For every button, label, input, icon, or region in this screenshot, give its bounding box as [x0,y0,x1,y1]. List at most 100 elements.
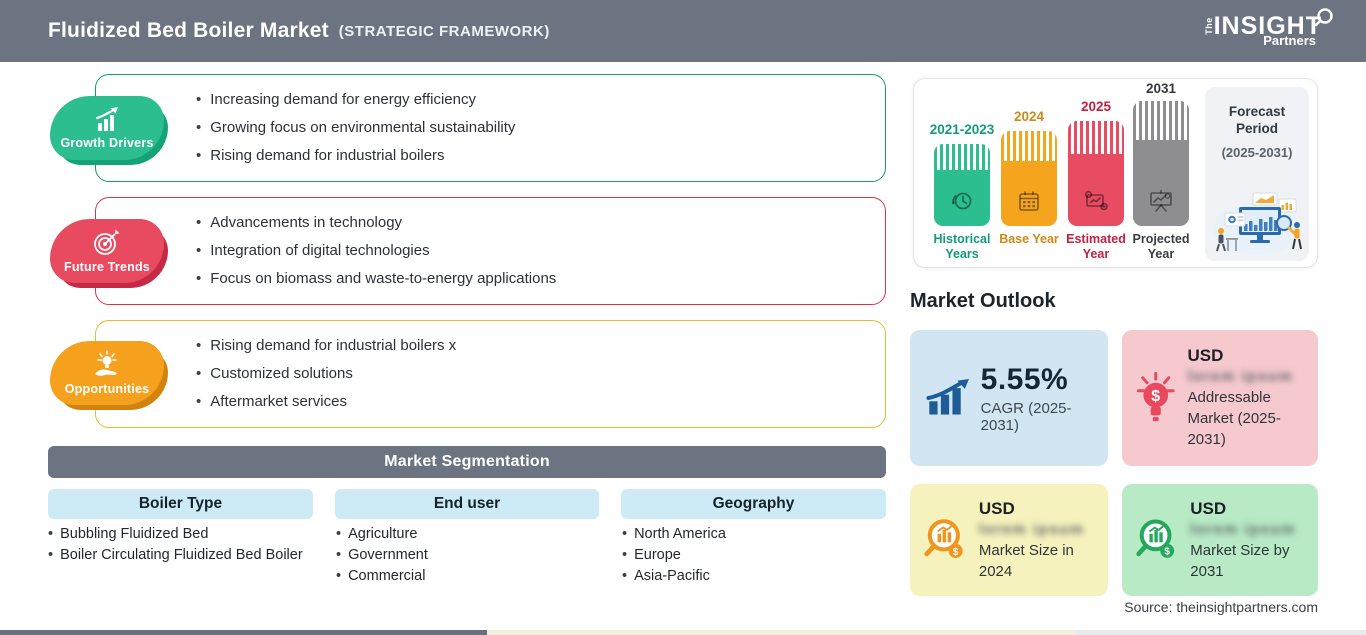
growth-chart-icon [95,107,118,131]
list-item: Asia-Pacific [622,566,726,587]
growth-drivers-badge: Growth Drivers [50,96,164,160]
forecast-illustration [1213,192,1302,255]
segment-header-boiler-type: Boiler Type [48,489,313,519]
geography-list: North America Europe Asia-Pacific [622,524,726,587]
future-trends-list: Advancements in technology Integration o… [96,209,574,293]
market-size-2031-card: $ USD lorem ipsum Market Size by 2031 [1122,484,1318,596]
list-item: Focus on biomass and waste-to-energy app… [196,265,556,293]
list-item: Growing focus on environmental sustainab… [196,114,515,142]
card-caption: Market Size in 2024 [978,541,1074,580]
forecast-period-title: Forecast Period [1228,104,1286,136]
bar-stripes [934,144,990,170]
cagr-caption: CAGR (2025-2031) [980,399,1072,434]
list-item: Bubbling Fluidized Bed [48,524,328,545]
list-item: Rising demand for industrial boilers x [196,332,456,360]
page-subtitle: (STRATEGIC FRAMEWORK) [338,22,550,40]
forecast-period-panel: Forecast Period (2025-2031) [1205,87,1309,261]
list-item: Increasing demand for energy efficiency [196,86,515,114]
segment-header-label: End user [433,495,501,512]
badge-label: Growth Drivers [60,136,154,150]
calendar-icon [1019,191,1039,211]
svg-text:$: $ [1164,547,1170,558]
segment-header-end-user: End user [335,489,599,519]
list-item: Integration of digital technologies [196,237,556,265]
market-outlook-title: Market Outlook [910,290,1056,312]
base-year-value: 2024 [1013,109,1045,124]
list-item: North America [622,524,726,545]
estimated-year-bar [1068,121,1124,226]
list-item: Europe [622,545,726,566]
projected-year-label: Projected Year [1132,232,1190,261]
bar-stripes [1133,101,1189,140]
magnifier-chart-icon: $ [924,519,963,558]
historical-years-label: Historical Years [933,232,991,261]
list-item: Rising demand for industrial boilers [196,142,515,170]
historical-years-value: 2021-2023 [929,122,995,137]
magnifier-chart-icon: $ [1136,519,1175,558]
forecast-period-range: (2025-2031) [1221,145,1293,160]
list-item: Customized solutions [196,360,456,388]
clock-history-icon [952,192,972,210]
segment-header-label: Boiler Type [138,495,223,512]
future-trends-box: Advancements in technology Integration o… [95,197,886,305]
projected-year-value: 2031 [1145,81,1177,96]
opportunities-badge: Opportunities [50,341,164,405]
timeline-card: 2021-2023 2024 2025 2031 [913,78,1318,268]
estimated-year-value: 2025 [1080,99,1112,114]
opportunities-box: Rising demand for industrial boilers x C… [95,320,886,428]
svg-text:$: $ [953,547,959,558]
growth-drivers-box: Increasing demand for energy efficiency … [95,74,886,182]
list-item: Agriculture [336,524,428,545]
card-caption: Addressable Market (2025-2031) [1187,389,1281,448]
list-item: Aftermarket services [196,388,456,416]
list-item: Boiler Circulating Fluidized Bed Boiler [48,545,328,566]
redacted-value: lorem ipsum [978,520,1085,538]
lightbulb-dollar-icon: $ [1136,371,1175,422]
end-user-list: Agriculture Government Commercial [336,524,428,587]
redacted-value: lorem ipsum [1187,368,1294,385]
card-caption: Market Size by 2031 [1190,541,1290,580]
list-item: Commercial [336,566,428,587]
future-trends-badge: Future Trends [50,219,164,283]
addressable-market-card: $ USD lorem ipsum Addressable Market (20… [1122,330,1318,466]
base-year-bar [1001,131,1057,226]
logo-the-text: The [1203,17,1214,35]
badge-label: Opportunities [64,382,150,396]
boiler-type-list: Bubbling Fluidized Bed Boiler Circulatin… [48,524,328,566]
segment-header-geography: Geography [621,489,886,519]
bar-stripes [1001,131,1057,161]
redacted-value: lorem ipsum [1190,520,1296,538]
badge-label: Future Trends [64,260,150,274]
bottom-strip [0,630,1366,635]
svg-text:$: $ [1151,388,1160,405]
cagr-value: 5.55% [980,362,1069,396]
target-icon [94,229,120,255]
growth-drivers-list: Increasing demand for energy efficiency … [96,86,533,170]
list-item: Government [336,545,428,566]
cagr-card: 5.55% CAGR (2025-2031) [910,330,1108,466]
market-size-2024-card: $ USD lorem ipsum Market Size in 2024 [910,484,1108,596]
estimated-year-label: Estimated Year [1066,232,1126,261]
bar-stripes [1068,121,1124,154]
logo-insight-text: INSIGHT [1213,12,1322,40]
logo-partners-text: Partners [1263,33,1316,48]
opportunities-list: Rising demand for industrial boilers x C… [96,332,474,416]
forecast-analytics-icon [1084,190,1108,211]
base-year-label: Base Year [999,232,1059,246]
magnifier-loop-icon [1314,8,1333,27]
header-bar: Fluidized Bed Boiler Market (STRATEGIC F… [0,0,1366,62]
currency-label: USD [1187,346,1224,365]
insight-partners-logo: The INSIGHT Partners [1200,8,1336,48]
projected-year-bar [1133,101,1189,226]
segmentation-title: Market Segmentation [384,453,550,470]
growth-bars-arrow-icon [926,378,969,415]
presentation-chart-icon [1150,189,1172,212]
list-item: Advancements in technology [196,209,556,237]
currency-label: USD [1190,498,1227,518]
market-segmentation-header: Market Segmentation [48,446,886,478]
historical-years-bar [934,144,990,226]
segment-header-label: Geography [712,495,795,512]
page-title: Fluidized Bed Boiler Market [48,19,329,42]
source-attribution: Source: theinsightpartners.com [1124,599,1318,615]
currency-label: USD [978,498,1015,518]
